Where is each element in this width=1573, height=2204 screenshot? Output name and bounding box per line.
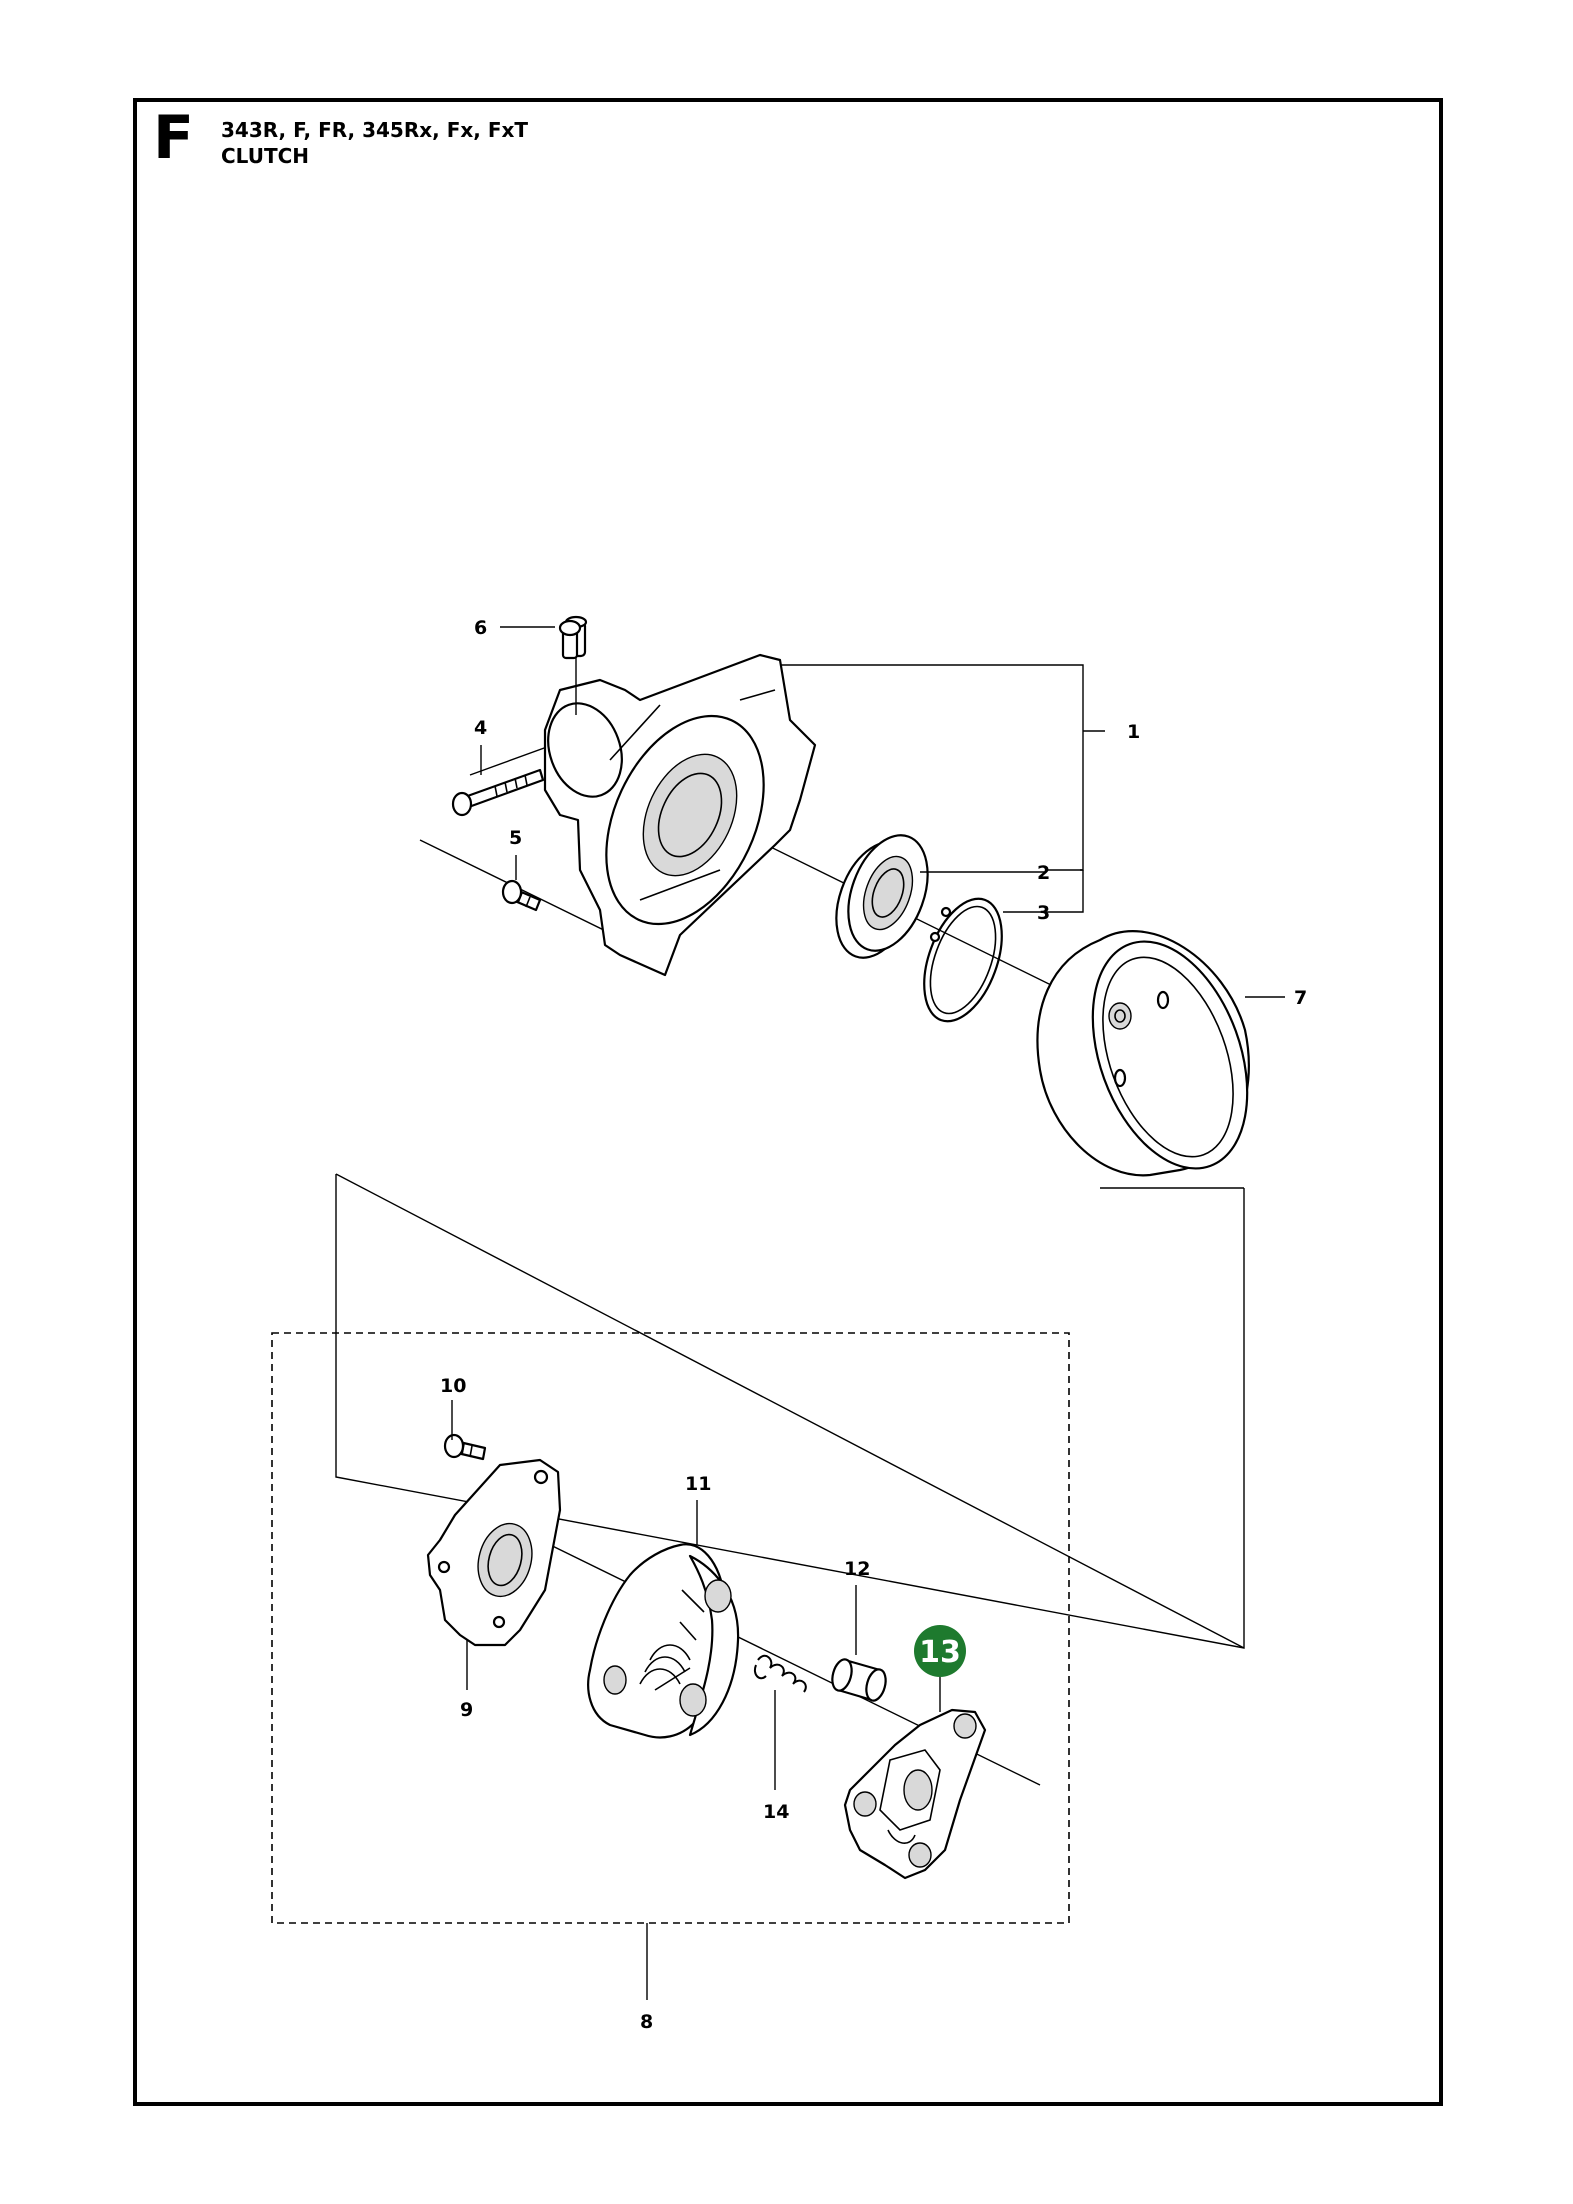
callout-7: 7 [1294, 987, 1307, 1009]
clutch-housing-part [543, 615, 817, 977]
clutch-shoe-part [587, 1543, 740, 1739]
callout-5: 5 [509, 827, 522, 849]
shaft-axis-lines [419, 734, 1241, 1786]
section-title: CLUTCH [221, 144, 310, 168]
callout-10: 10 [440, 1375, 466, 1397]
callout-8: 8 [640, 2011, 653, 2033]
callout-12: 12 [844, 1558, 870, 1580]
section-letter: F [153, 103, 194, 173]
clutch-screw-part [443, 1433, 487, 1461]
sleeve-part [831, 1658, 887, 1702]
assembly-reference-lines [335, 1173, 1245, 1649]
washer-plate-part [426, 1458, 562, 1647]
bearing-part [835, 834, 929, 959]
circlip-part [923, 897, 1003, 1023]
clutch-drum-part [1036, 930, 1250, 1177]
short-screw-part [501, 879, 542, 912]
callout-4: 4 [474, 717, 487, 739]
callout-13: 13 [919, 1635, 961, 1670]
callout-3: 3 [1037, 902, 1050, 924]
long-screw-part [451, 768, 545, 817]
model-list: 343R, F, FR, 345Rx, Fx, FxT [221, 118, 529, 142]
callout-6: 6 [474, 617, 487, 639]
callout-9: 9 [460, 1699, 473, 1721]
callout-13-highlight: 13 [914, 1625, 966, 1677]
highlight-badge [914, 1625, 966, 1677]
callout-labels: 1 2 3 4 5 6 7 8 9 10 11 12 14 [440, 617, 1307, 2033]
diagram-frame [133, 98, 1443, 2106]
callout-1: 1 [1127, 721, 1140, 743]
back-plate-part [843, 1708, 987, 1880]
clutch-kit-boundary [271, 1332, 1070, 1924]
top-screw-part [558, 619, 582, 660]
spring-part [754, 1654, 807, 1693]
callout-leaders [451, 626, 1285, 2000]
callout-11: 11 [685, 1473, 711, 1495]
callout-14: 14 [763, 1801, 789, 1823]
callout-2: 2 [1037, 862, 1050, 884]
